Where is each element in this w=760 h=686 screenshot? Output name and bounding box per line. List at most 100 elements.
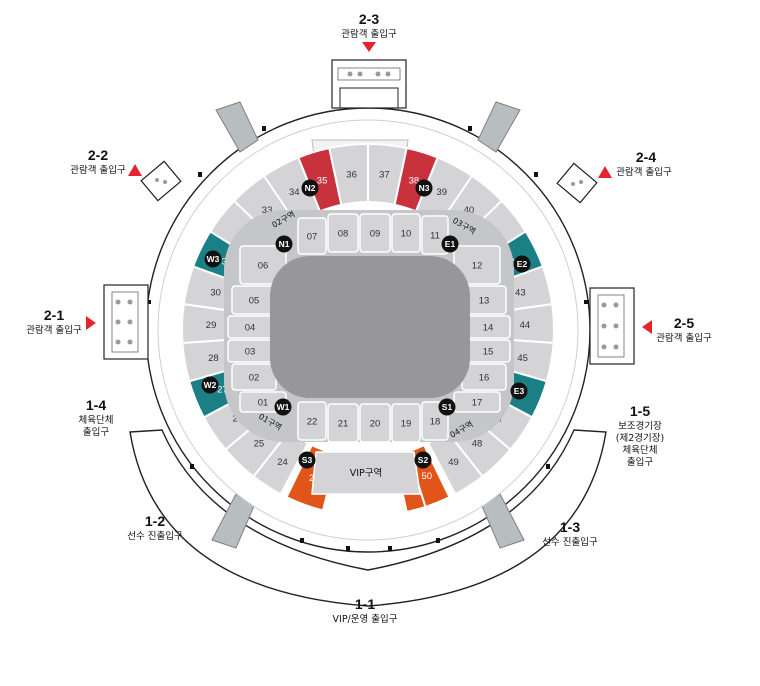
arrow-2-1	[86, 316, 96, 330]
vip-area[interactable]: VIP구역	[311, 451, 421, 495]
gate-badge-S3[interactable]	[298, 451, 316, 469]
section-label-06: 06	[258, 261, 269, 272]
section-label-48: 48	[472, 438, 483, 449]
section-label-15: 15	[483, 347, 494, 358]
section-label-22: 22	[307, 417, 318, 428]
svg-text:체육단체: 체육단체	[623, 445, 658, 456]
svg-text:1-1: 1-1	[355, 596, 375, 612]
arrow-2-4	[598, 166, 612, 178]
section-label-40: 40	[464, 205, 475, 216]
entrance-label-2-3[interactable]: 2-3 관람객 출입구	[341, 11, 397, 40]
gate-badge-N1[interactable]	[275, 235, 293, 253]
entrance-label-2-5[interactable]: 2-5 관람객 출입구	[656, 315, 712, 344]
section-label-17: 17	[472, 398, 483, 409]
gate-badge-W3[interactable]	[204, 250, 222, 268]
gate-badge-S1[interactable]	[438, 398, 456, 416]
gate-badge-N3[interactable]	[415, 179, 433, 197]
entrance-arrows	[86, 42, 652, 334]
playing-field	[270, 256, 470, 398]
gate-badge-W2[interactable]	[201, 376, 219, 394]
section-label-50: 50	[422, 471, 433, 482]
section-20[interactable]	[359, 403, 391, 443]
gate-badge-W1[interactable]	[274, 398, 292, 416]
section-label-39: 39	[436, 187, 447, 198]
gate-badge-label-N3: N3	[419, 183, 430, 193]
section-label-49: 49	[448, 457, 459, 468]
vip-label: VIP구역	[350, 468, 383, 479]
gate-building-2-1	[103, 284, 149, 360]
section-label-37: 37	[379, 169, 390, 180]
section-label-02: 02	[249, 373, 260, 384]
svg-text:관람객 출입구: 관람객 출입구	[616, 166, 672, 178]
entrance-label-2-2[interactable]: 2-2 관람객 출입구	[70, 147, 126, 176]
section-10[interactable]	[391, 213, 421, 253]
gate-badge-label-E3: E3	[514, 386, 525, 396]
svg-text:선수 진출입구: 선수 진출입구	[127, 530, 183, 542]
section-label-09: 09	[370, 229, 381, 240]
section-label-30: 30	[210, 288, 221, 299]
section-label-44: 44	[520, 320, 531, 331]
entrance-label-1-1[interactable]: 1-1 VIP/운영 출입구	[333, 596, 398, 625]
section-label-38: 38	[409, 175, 420, 186]
svg-text:2-1: 2-1	[44, 307, 64, 323]
svg-text:출입구: 출입구	[83, 426, 109, 438]
entrance-label-2-4[interactable]: 2-4 관람객 출입구	[616, 149, 672, 178]
light-towers	[211, 101, 525, 549]
section-22[interactable]	[297, 401, 327, 441]
svg-text:1-3: 1-3	[560, 519, 580, 535]
arrow-2-3	[362, 42, 376, 52]
section-21[interactable]	[327, 403, 359, 443]
arrow-2-5	[642, 320, 652, 334]
svg-text:2-4: 2-4	[636, 149, 656, 165]
svg-text:관람객 출입구: 관람객 출입구	[70, 164, 126, 176]
svg-text:1-4: 1-4	[86, 397, 106, 413]
gate-building-2-5	[589, 287, 635, 365]
gate-badge-label-E2: E2	[517, 259, 528, 269]
entrance-label-1-5[interactable]: 1-5 보조경기장 (제2경기장) 체육단체 출입구	[616, 403, 664, 468]
section-17[interactable]	[453, 391, 501, 413]
gate-badge-N2[interactable]	[301, 179, 319, 197]
gate-building-2-4	[556, 162, 598, 204]
gate-building-2-3	[331, 59, 407, 109]
arrow-2-2	[128, 164, 142, 176]
gate-badge-label-N1: N1	[279, 239, 290, 249]
section-label-36: 36	[346, 169, 357, 180]
section-09[interactable]	[359, 213, 391, 253]
section-label-16: 16	[479, 373, 490, 384]
gate-badge-E1[interactable]	[441, 235, 459, 253]
section-label-01: 01	[258, 398, 269, 409]
section-11[interactable]	[421, 215, 449, 255]
section-19[interactable]	[391, 403, 421, 443]
svg-text:체육단체: 체육단체	[79, 415, 114, 426]
gate-badge-label-E1: E1	[445, 239, 456, 249]
section-label-43: 43	[515, 288, 526, 299]
entrance-label-1-2[interactable]: 1-2 선수 진출입구	[127, 513, 183, 542]
gate-badge-S2[interactable]	[414, 451, 432, 469]
section-label-05: 05	[249, 296, 260, 307]
section-08[interactable]	[327, 213, 359, 253]
gate-badge-label-N2: N2	[305, 183, 316, 193]
entrance-label-1-3[interactable]: 1-3 선수 진출입구	[542, 519, 598, 548]
svg-text:선수 진출입구: 선수 진출입구	[542, 536, 598, 548]
svg-text:(제2경기장): (제2경기장)	[616, 432, 664, 444]
svg-text:1-2: 1-2	[145, 513, 165, 529]
gate-badge-E3[interactable]	[510, 382, 528, 400]
section-label-19: 19	[401, 419, 412, 430]
svg-text:2-3: 2-3	[359, 11, 379, 27]
section-label-45: 45	[517, 353, 528, 364]
entrance-label-1-4[interactable]: 1-4 체육단체 출입구	[79, 397, 114, 438]
section-07[interactable]	[297, 217, 327, 255]
entrance-label-2-1[interactable]: 2-1 관람객 출입구	[26, 307, 82, 336]
gate-badge-label-S2: S2	[418, 455, 429, 465]
section-label-10: 10	[401, 229, 412, 240]
gate-badge-E2[interactable]	[513, 255, 531, 273]
svg-text:관람객 출입구: 관람객 출입구	[26, 324, 82, 336]
section-label-04: 04	[245, 323, 256, 334]
section-label-14: 14	[483, 323, 494, 334]
section-label-34: 34	[289, 187, 300, 198]
svg-text:관람객 출입구: 관람객 출입구	[341, 28, 397, 40]
